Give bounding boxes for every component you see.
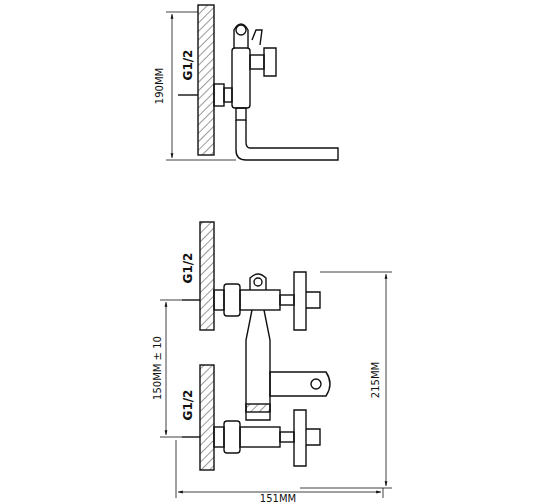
thread-size: G1/2 (181, 388, 195, 423)
thread-size: G1/2 (181, 48, 195, 83)
dimension-height: 190MM (154, 66, 166, 106)
dimension-spacing: 150MM ± 10 (152, 334, 164, 402)
dimension-width: 151MM (258, 493, 298, 504)
thread-size: G1/2 (181, 251, 195, 286)
dimension-height: 215MM (370, 360, 382, 400)
